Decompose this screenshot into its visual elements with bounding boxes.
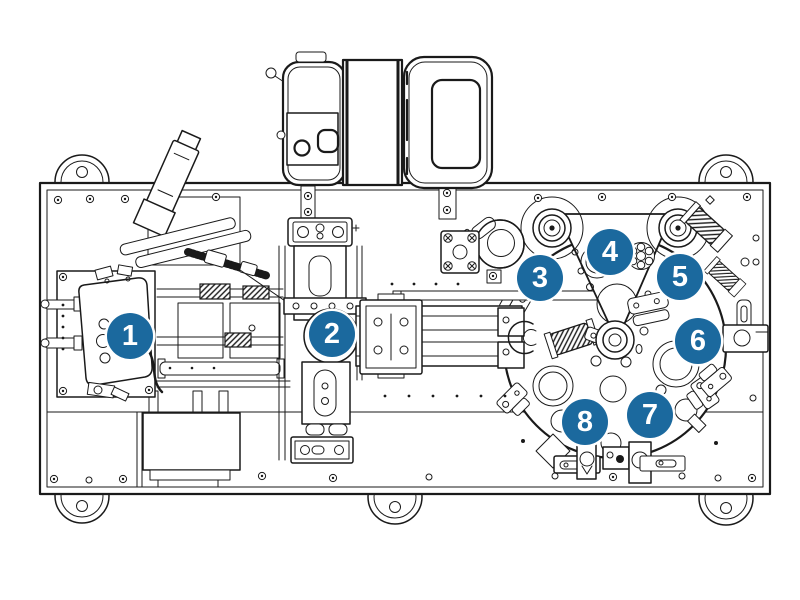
right-bracket [722, 299, 769, 353]
hotspot-badge-7[interactable]: 7 [627, 392, 673, 438]
hotspot-badge-1[interactable]: 1 [107, 313, 153, 359]
plate-screws [49, 192, 760, 484]
hotspot-badge-6[interactable]: 6 [675, 318, 721, 364]
belt-drive [520, 196, 760, 360]
hotspot-badge-3[interactable]: 3 [517, 255, 563, 301]
dial-bottom-tools [535, 433, 686, 484]
hotspot-badge-4[interactable]: 4 [587, 229, 633, 275]
machine-head [265, 51, 494, 190]
hotspot-badge-8[interactable]: 8 [562, 399, 608, 445]
cam-motor [438, 184, 525, 284]
hotspot-badge-2[interactable]: 2 [309, 311, 355, 357]
hotspot-badge-5[interactable]: 5 [657, 254, 703, 300]
lower-left-box [136, 390, 241, 488]
angled-actuator [119, 129, 311, 319]
